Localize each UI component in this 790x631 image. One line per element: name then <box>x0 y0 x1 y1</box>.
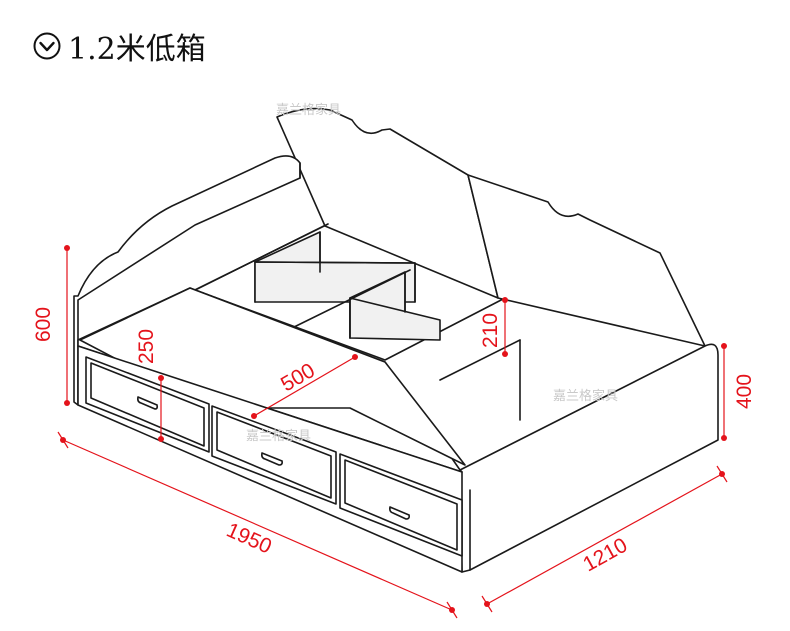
label-drawer-height: 250 <box>135 329 158 364</box>
watermark-right: 嘉兰格家具 <box>553 388 618 404</box>
dim-height-total <box>64 245 70 406</box>
dim-box-height <box>721 343 727 441</box>
watermark-center: 嘉兰格家具 <box>246 428 311 444</box>
dim-length <box>57 431 458 619</box>
circle-check-down-icon <box>33 32 61 60</box>
title-text: 1.2米低箱 <box>68 32 206 67</box>
drawer-handle-2 <box>261 452 283 466</box>
label-box-height: 400 <box>733 374 756 409</box>
right-lid <box>467 174 706 347</box>
label-compartment-height: 210 <box>479 313 502 348</box>
dim-width <box>481 465 728 613</box>
drawer-2 <box>211 405 337 505</box>
dim-compartment-height <box>502 297 508 357</box>
right-footboard <box>459 343 719 573</box>
drawer-1 <box>85 356 210 453</box>
dim-drawer-height <box>158 375 164 442</box>
left-lid <box>276 107 499 299</box>
drawer-handle-3 <box>389 506 410 520</box>
label-length: 1950 <box>223 519 275 559</box>
drawer-3 <box>339 453 463 557</box>
watermark-top: 嘉兰格家具 <box>276 102 341 118</box>
label-width: 1210 <box>579 534 631 577</box>
dim-drawer-depth <box>251 354 358 419</box>
drawer-handle-1 <box>137 396 159 410</box>
page-title: 1.2米低箱 <box>32 26 206 67</box>
label-height-total: 600 <box>32 307 55 342</box>
